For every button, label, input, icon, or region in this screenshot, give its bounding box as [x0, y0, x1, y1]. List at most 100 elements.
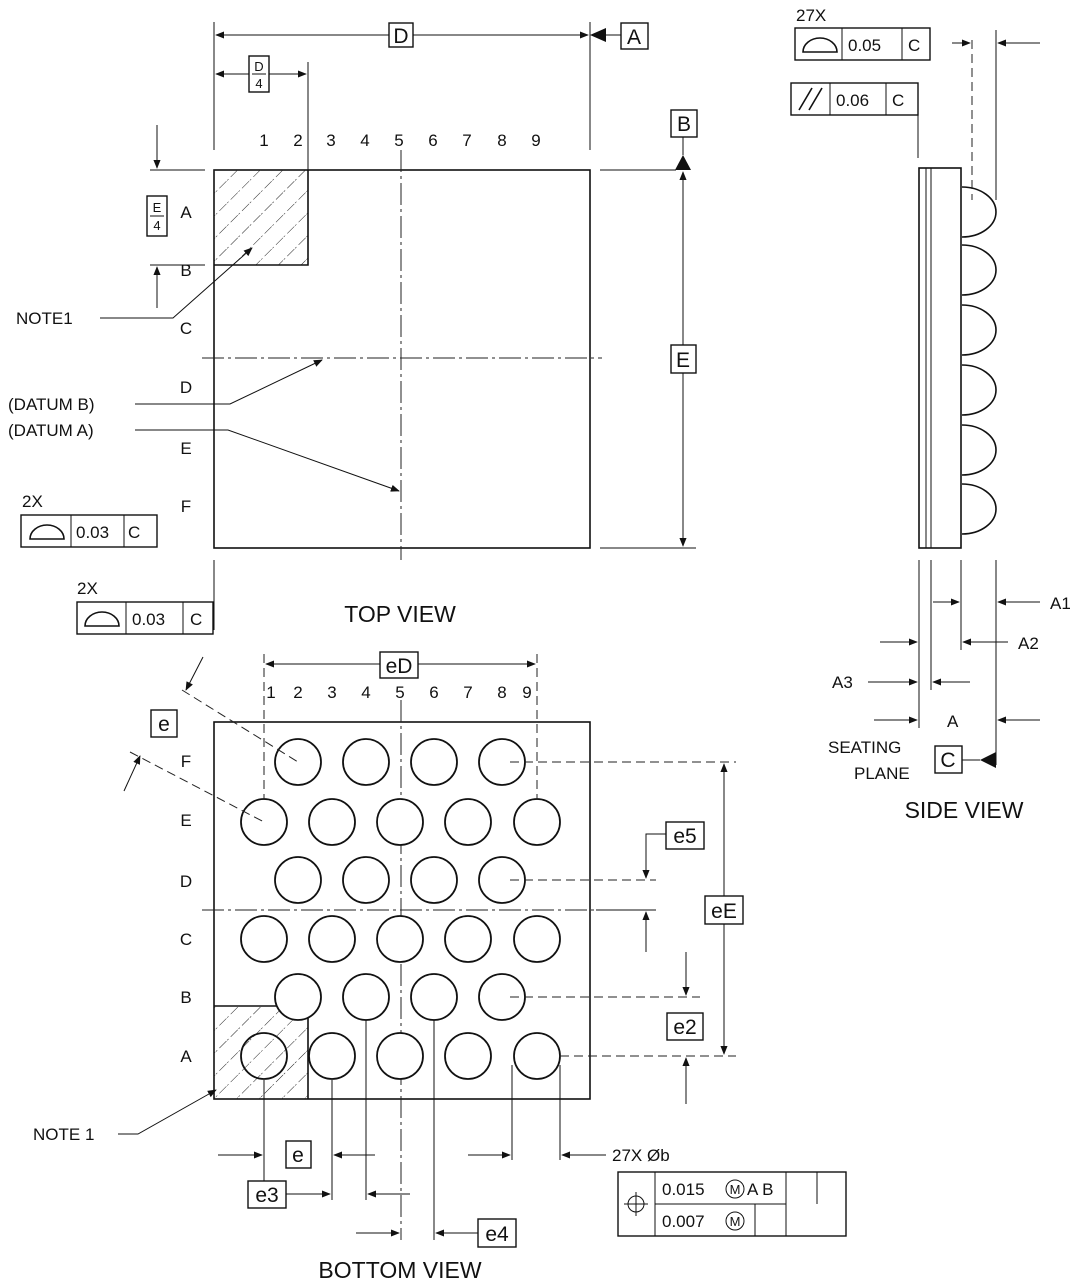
dim-e-label: E: [676, 349, 690, 372]
ball: [308, 1032, 356, 1080]
ball: [513, 1032, 561, 1080]
bottom-row-labels: F E D C B A: [180, 752, 192, 1066]
side-view: 27X 0.05 C 0.06 C A1 A2 A3: [790, 6, 1071, 823]
top-col-2: 2: [293, 131, 302, 150]
ball: [513, 915, 561, 963]
mmc-icon: [725, 1179, 745, 1199]
profile1-value: 0.03: [76, 523, 109, 542]
dim-a2-label: A2: [1018, 634, 1039, 653]
bottom-col-9: 9: [522, 683, 531, 702]
top-col-9: 9: [531, 131, 540, 150]
ball: [308, 915, 356, 963]
top-col-8: 8: [497, 131, 506, 150]
ball: [410, 856, 458, 904]
note1-bottom-label: NOTE 1: [33, 1125, 94, 1144]
bottom-column-labels: 1 2 3 4 5 6 7 8 9: [266, 683, 531, 702]
dim-e2-label: e2: [673, 1016, 696, 1039]
bottom-row-d: D: [180, 872, 192, 891]
top-view: 1 2 3 4 5 6 7 8 9 A B C D E F D A: [8, 22, 698, 635]
side-ball: [961, 483, 997, 535]
profile1-count: 2X: [22, 492, 43, 511]
dim-e-pitch-diag: e: [158, 713, 170, 736]
ball: [240, 798, 288, 846]
bottom-row-b: B: [180, 988, 191, 1007]
top-a1-corner-box: [214, 170, 309, 266]
bottom-row-f: F: [181, 752, 191, 771]
top-col-5: 5: [394, 131, 403, 150]
bottom-col-8: 8: [497, 683, 506, 702]
dim-e-pitch-horiz: e: [292, 1144, 304, 1167]
ball: [308, 798, 356, 846]
datum-b-box: B: [677, 113, 691, 136]
ball: [274, 973, 322, 1021]
side-substrate: [918, 167, 962, 549]
dim-e4-den: 4: [153, 218, 160, 233]
top-row-labels: A B C D E F: [180, 203, 192, 516]
seating-label-2: PLANE: [854, 764, 910, 783]
bottom-col-5: 5: [395, 683, 404, 702]
mmc-icon: [725, 1211, 745, 1231]
bottom-row-a: A: [180, 1047, 192, 1066]
top-column-labels: 1 2 3 4 5 6 7 8 9: [259, 131, 540, 150]
position-datums: A B: [747, 1180, 773, 1199]
side-ball: [961, 244, 997, 296]
position-value-2: 0.007: [662, 1212, 705, 1231]
top-row-f: F: [181, 497, 191, 516]
top-row-e: E: [180, 439, 191, 458]
side-ball: [961, 186, 997, 238]
bottom-row-c: C: [180, 930, 192, 949]
ball-array: [240, 738, 561, 1080]
profile2-count: 2X: [77, 579, 98, 598]
bottom-col-3: 3: [327, 683, 336, 702]
side-ball: [961, 424, 997, 476]
mmc-modifier-2: M: [730, 1214, 741, 1229]
datum-c-box: C: [940, 749, 955, 772]
dim-a-label: A: [947, 712, 959, 731]
top-row-a: A: [180, 203, 192, 222]
ball: [240, 915, 288, 963]
datum-b-callout: (DATUM B): [8, 395, 95, 414]
datum-a-box: A: [627, 26, 641, 49]
ball: [274, 856, 322, 904]
ball-a1: [240, 1032, 288, 1080]
top-a1-hatch: [214, 170, 308, 265]
bottom-a1-hatch: [214, 1006, 308, 1099]
top-col-6: 6: [428, 131, 437, 150]
top-row-b: B: [180, 261, 191, 280]
side-balls: [961, 186, 997, 535]
profile1-datum: C: [128, 523, 140, 542]
datum-a-callout: (DATUM A): [8, 421, 94, 440]
ball: [342, 973, 390, 1021]
top-col-1: 1: [259, 131, 268, 150]
dim-ball-diameter: 27X Øb: [612, 1146, 670, 1165]
profile1-symbol: [29, 524, 65, 540]
position-value-1: 0.015: [662, 1180, 705, 1199]
ball: [376, 1032, 424, 1080]
dim-a3-label: A3: [832, 673, 853, 692]
profile2-symbol: [84, 611, 120, 627]
ball: [444, 915, 492, 963]
seating-label-1: SEATING: [828, 738, 901, 757]
top-col-7: 7: [462, 131, 471, 150]
dim-ed-label: eD: [386, 655, 413, 678]
ball: [444, 798, 492, 846]
top-view-title: TOP VIEW: [344, 601, 456, 627]
dim-a1-label: A1: [1050, 594, 1071, 613]
coplanarity-datum: C: [908, 36, 920, 55]
top-package-outline: [213, 169, 591, 549]
ball: [342, 856, 390, 904]
bottom-view: 1 2 3 4 5 6 7 8 9 F E D C B A: [33, 651, 847, 1283]
bottom-row-e: E: [180, 811, 191, 830]
ball: [342, 738, 390, 786]
bottom-col-6: 6: [429, 683, 438, 702]
top-col-3: 3: [326, 131, 335, 150]
dim-ee-label: eE: [711, 900, 737, 923]
side-ball: [961, 364, 997, 416]
bottom-col-1: 1: [266, 683, 275, 702]
dim-e4-label: e4: [485, 1223, 509, 1246]
coplanarity-count: 27X: [796, 6, 826, 25]
ball: [513, 798, 561, 846]
top-row-c: C: [180, 319, 192, 338]
ball: [444, 1032, 492, 1080]
side-ball: [961, 304, 997, 356]
